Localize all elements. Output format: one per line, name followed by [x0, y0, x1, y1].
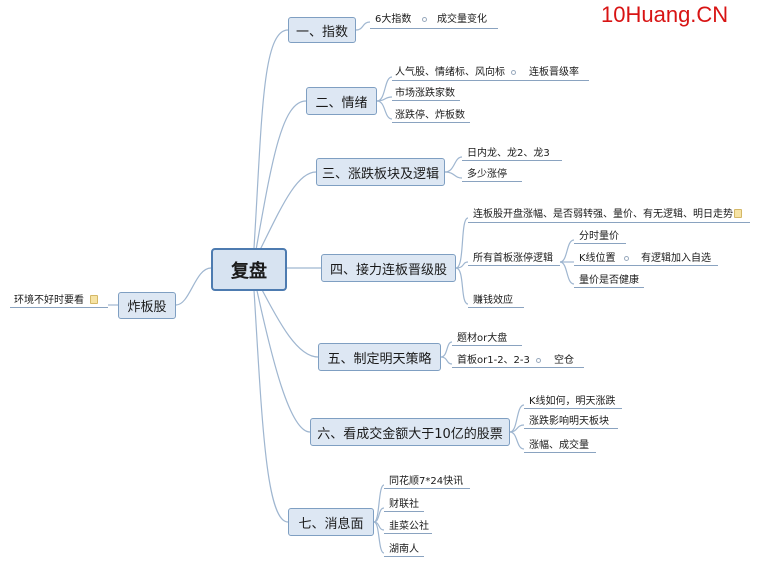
leaf-7-4: 湖南人 — [389, 544, 419, 555]
branch-4-relay[interactable]: 四、接力连板晋级股 — [321, 254, 456, 282]
connector-root-b6 — [255, 285, 311, 433]
leaf-6-3: 涨幅、成交量 — [529, 440, 589, 451]
leaf-3-2: 多少涨停 — [467, 169, 507, 180]
connector-root-b1 — [253, 29, 289, 249]
leaf-5-1: 题材or大盘 — [457, 333, 508, 344]
connector-root-b7 — [253, 289, 289, 523]
brand-watermark: 10Huang.CN — [601, 2, 729, 27]
branch-6-turnover[interactable]: 六、看成交金额大于10亿的股票 — [310, 418, 510, 446]
leaf-zhaban-note: 环境不好时要看 — [14, 295, 84, 306]
leaf-5-2: 首板or1-2、2-3 — [457, 355, 530, 366]
branch-1-index[interactable]: 一、指数 — [288, 17, 356, 43]
leaf-6-2: 涨跌影响明天板块 — [529, 416, 609, 427]
branch-5-strategy[interactable]: 五、制定明天策略 — [318, 343, 441, 371]
link-dot-icon — [511, 70, 516, 75]
link-dot-icon — [624, 256, 629, 261]
leaf-7-2: 财联社 — [389, 499, 419, 510]
leaf-5-3: 空仓 — [554, 355, 574, 366]
branch-7-news[interactable]: 七、消息面 — [288, 508, 374, 536]
root-node[interactable]: 复盘 — [211, 248, 287, 291]
connector-root-b5 — [257, 281, 319, 358]
branch-zhaban[interactable]: 炸板股 — [118, 292, 176, 319]
leaf-4-5: 有逻辑加入自选 — [641, 253, 711, 264]
note-icon — [734, 209, 742, 218]
connector-root-left — [175, 267, 212, 306]
leaf-4-1: 连板股开盘涨幅、是否弱转强、量价、有无逻辑、明日走势 — [473, 209, 733, 220]
connector-root-b3 — [257, 171, 317, 255]
leaf-2-3: 市场涨跌家数 — [395, 88, 455, 99]
leaf-1-2: 成交量变化 — [437, 14, 487, 25]
leaf-4-6: 量价是否健康 — [579, 275, 639, 286]
leaf-7-3: 韭菜公社 — [389, 521, 429, 532]
leaf-3-1: 日内龙、龙2、龙3 — [467, 148, 550, 159]
leaf-2-1: 人气股、情绪标、风向标 — [395, 67, 505, 78]
branch-2-sentiment[interactable]: 二、情绪 — [306, 87, 377, 115]
link-dot-icon — [422, 17, 427, 22]
connector-root-b2 — [255, 100, 307, 251]
leaf-7-1: 同花顺7*24快讯 — [389, 476, 464, 487]
leaf-1-1: 6大指数 — [375, 14, 412, 25]
leaf-4-4: K线位置 — [579, 253, 616, 264]
leaf-2-2: 连板晋级率 — [529, 67, 579, 78]
leaf-2-4: 涨跌停、炸板数 — [395, 110, 465, 121]
note-icon — [90, 295, 98, 304]
leaf-4-3: 分时量价 — [579, 231, 619, 242]
branch-3-sectors[interactable]: 三、涨跌板块及逻辑 — [316, 158, 445, 186]
leaf-4-7: 赚钱效应 — [473, 295, 513, 306]
leaf-4-2: 所有首板涨停逻辑 — [473, 253, 553, 264]
leaf-6-1: K线如何，明天涨跌 — [529, 396, 616, 407]
link-dot-icon — [536, 358, 541, 363]
